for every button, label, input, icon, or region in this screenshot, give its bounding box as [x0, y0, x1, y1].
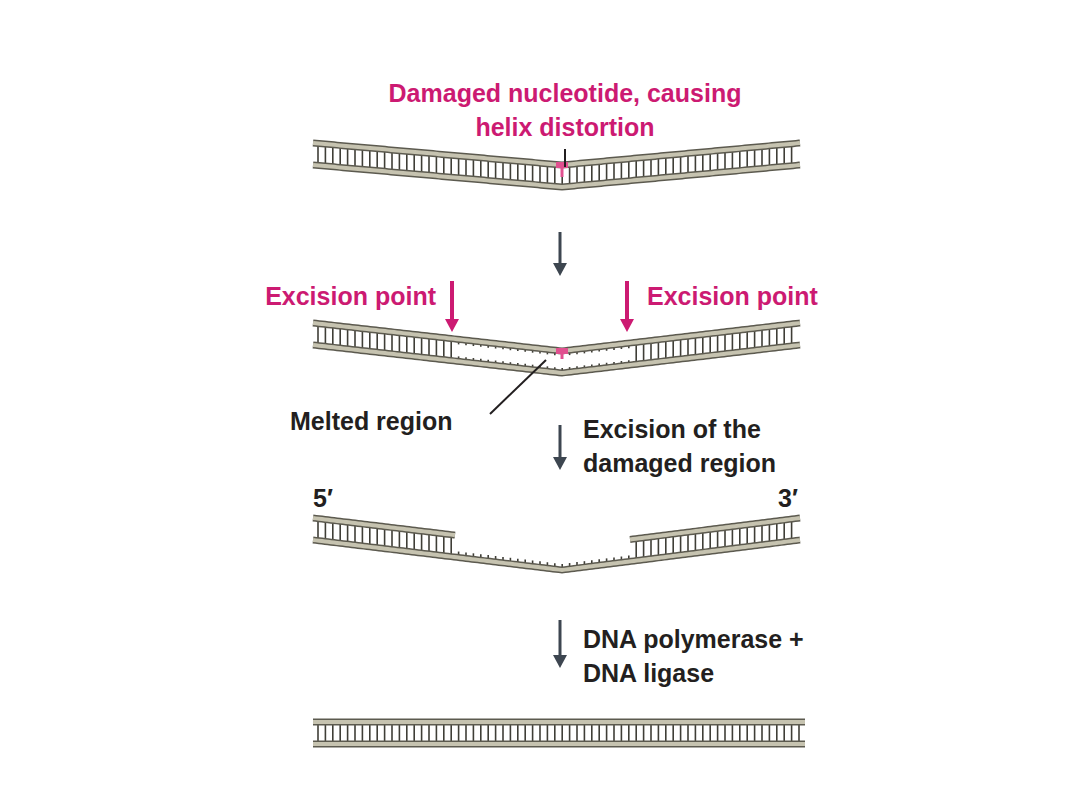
strand-backbone	[313, 345, 800, 373]
arrow-head	[553, 655, 567, 668]
arrow-head	[553, 457, 567, 470]
step-label: Excision of the damaged region	[583, 412, 853, 480]
arrow-head	[445, 319, 459, 332]
strand-outline	[313, 540, 800, 570]
dna-ladder	[313, 722, 805, 744]
strand-outline	[313, 719, 805, 726]
strand-outline	[313, 323, 800, 351]
strand-backbone	[313, 742, 805, 746]
step-arrows	[445, 149, 634, 668]
callout-label: Melted region	[290, 404, 490, 438]
dna-ladder	[313, 518, 800, 570]
callout-label: Damaged nucleotide, causing helix distor…	[380, 76, 750, 144]
step-label: DNA polymerase + DNA ligase	[583, 622, 853, 690]
strand-end-label: 5′	[313, 481, 353, 515]
dna-ladders	[313, 143, 805, 744]
strand-outline	[313, 518, 455, 535]
leader-line	[564, 149, 566, 167]
dna-ladder	[313, 143, 800, 187]
strand-outline	[313, 345, 800, 373]
damaged-nucleotide	[561, 165, 564, 177]
arrow-shaft	[625, 281, 629, 322]
strand-backbone	[313, 143, 800, 165]
strand-backbone	[313, 165, 800, 187]
strand-outline	[630, 518, 800, 539]
strand-backbone	[313, 720, 805, 724]
strand-backbone	[630, 518, 800, 539]
arrow-shaft	[559, 620, 562, 658]
strand-outline	[313, 143, 800, 165]
strand-backbone	[313, 323, 800, 351]
arrow-head	[620, 319, 634, 332]
strand-end-label: 3′	[778, 481, 818, 515]
strand-outline	[313, 741, 805, 748]
strand-outline	[313, 165, 800, 187]
arrow-shaft	[559, 425, 562, 460]
strand-backbone	[313, 518, 455, 535]
arrow-shaft	[559, 232, 562, 266]
arrow-shaft	[450, 281, 454, 322]
damaged-nucleotide	[561, 351, 564, 359]
callout-label: Excision point	[647, 279, 887, 313]
strand-backbone	[313, 540, 800, 570]
arrow-head	[553, 263, 567, 276]
leader-line	[490, 360, 546, 414]
dna-ladder	[313, 323, 800, 373]
callout-label: Excision point	[222, 279, 436, 313]
